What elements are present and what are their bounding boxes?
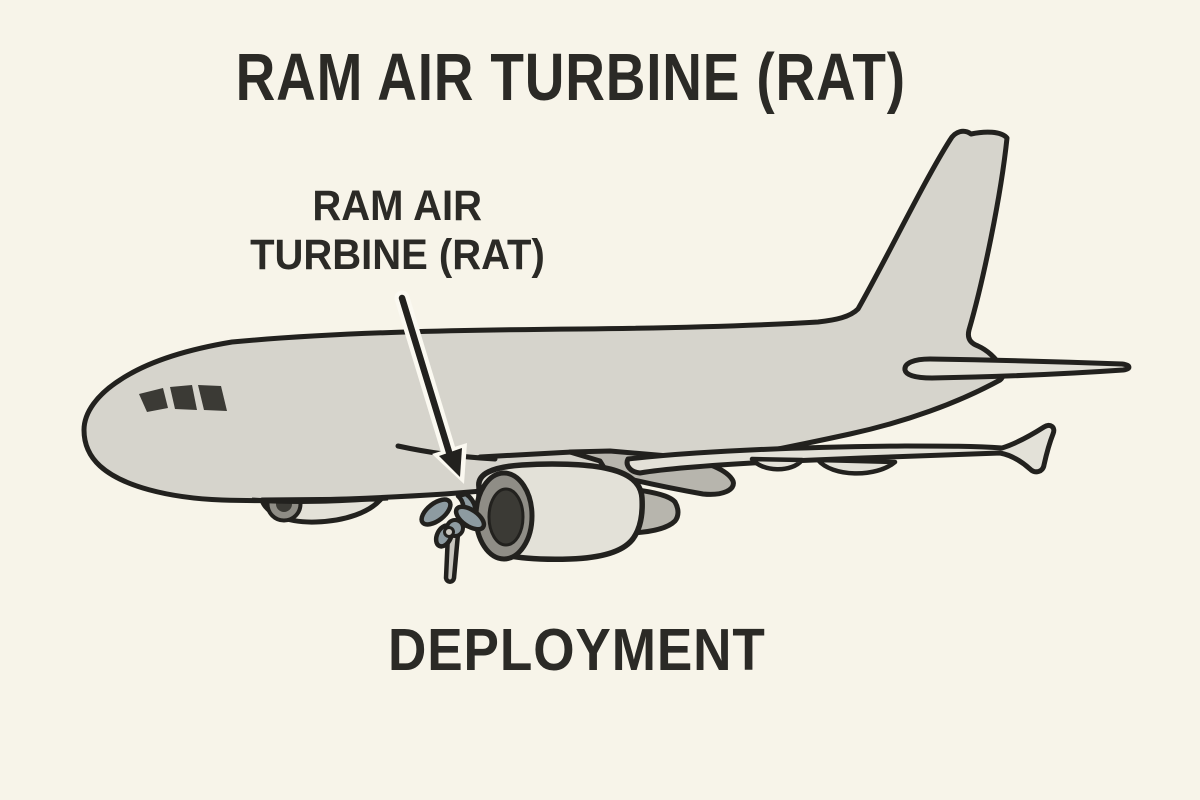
page-title-text: RAM AIR TURBINE (RAT) bbox=[235, 40, 907, 115]
rat-hub-cap bbox=[443, 526, 455, 538]
rat-callout-line1: RAM AIR bbox=[312, 182, 483, 230]
page-title: RAM AIR TURBINE (RAT) bbox=[0, 40, 1142, 115]
wing-shape bbox=[624, 422, 1057, 476]
rat-callout-label: RAM AIR TURBINE (RAT) bbox=[215, 182, 580, 280]
cockpit-windows bbox=[139, 385, 227, 412]
engine-intake-opening bbox=[487, 487, 525, 547]
ram-air-turbine bbox=[419, 491, 487, 584]
flap-track-fairings bbox=[749, 456, 898, 476]
deployment-label-text: DEPLOYMENT bbox=[387, 617, 766, 683]
rat-propeller-blades bbox=[419, 497, 487, 549]
fuselage-and-vertical-stabilizer-shape bbox=[81, 128, 1010, 504]
belly-line-overlay bbox=[251, 495, 389, 504]
deployment-label: DEPLOYMENT bbox=[367, 620, 767, 680]
rat-strut bbox=[443, 531, 461, 584]
callout-arrow bbox=[394, 290, 467, 484]
rat-callout-line2: TURBINE (RAT) bbox=[250, 231, 545, 279]
horizontal-stabilizer-shape bbox=[902, 356, 1132, 381]
wing-underside-line bbox=[477, 449, 575, 460]
